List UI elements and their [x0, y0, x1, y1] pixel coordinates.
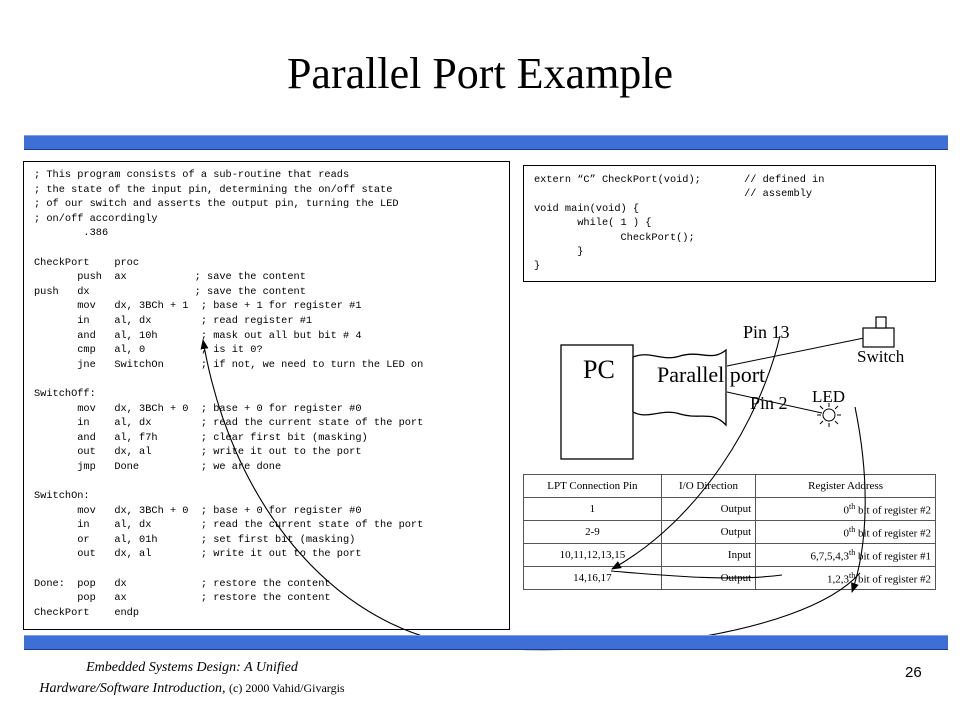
cell-register: 0th bit of register #2 [755, 520, 936, 544]
switch-label: Switch [857, 347, 905, 366]
cell-pin: 2-9 [523, 520, 662, 544]
switch-body [862, 327, 895, 348]
parallel-port-label: Parallel port [657, 362, 765, 387]
table-row: 10,11,12,13,15 Input 6,7,5,4,3th bit of … [523, 543, 936, 567]
cell-register: 6,7,5,4,3th bit of register #1 [755, 543, 936, 567]
cell-direction: Output [660, 497, 757, 521]
col-header-register: Register Address [755, 474, 936, 498]
footer-line1: Embedded Systems Design: A Unified [86, 660, 298, 675]
footer-copyright: (c) 2000 Vahid/Givargis [229, 681, 345, 695]
register-table-wrap: LPT Connection Pin I/O Direction Registe… [523, 474, 936, 590]
top-divider-bar [24, 135, 948, 150]
footer-citation: Embedded Systems Design: A Unified Hardw… [0, 658, 384, 699]
pin13-wire [726, 337, 865, 367]
pc-label: PC [583, 355, 615, 384]
page-number: 26 [905, 664, 922, 681]
table-row: 2-9 Output 0th bit of register #2 [523, 520, 936, 544]
c-code: extern “C” CheckPort(void); // defined i… [534, 174, 825, 273]
cell-direction: Output [660, 520, 757, 544]
footer-line2-italic: Hardware/Software Introduction, [39, 681, 226, 696]
pin13-label: Pin 13 [743, 322, 790, 342]
c-code-box: extern “C” CheckPort(void); // defined i… [523, 165, 936, 282]
slide-title: Parallel Port Example [286, 49, 674, 98]
switch-knob [875, 316, 887, 329]
register-table: LPT Connection Pin I/O Direction Registe… [523, 474, 936, 590]
cell-pin: 14,16,17 [523, 566, 662, 590]
bottom-divider-bar [24, 635, 948, 650]
cell-pin: 1 [523, 497, 662, 521]
col-header-pin: LPT Connection Pin [523, 474, 662, 498]
cell-direction: Input [660, 543, 757, 567]
cell-register: 1,2,3th bit of register #2 [755, 566, 936, 590]
table-row: 1 Output 0th bit of register #2 [523, 497, 936, 521]
cell-direction: Output [660, 566, 757, 590]
table-header-row: LPT Connection Pin I/O Direction Registe… [523, 474, 936, 498]
cell-register: 0th bit of register #2 [755, 497, 936, 521]
col-header-direction: I/O Direction [660, 474, 757, 498]
pin2-label: Pin 2 [750, 393, 788, 413]
table-row: 14,16,17 Output 1,2,3th bit of register … [523, 566, 936, 590]
led-icon [817, 403, 841, 427]
cell-pin: 10,11,12,13,15 [523, 543, 662, 567]
